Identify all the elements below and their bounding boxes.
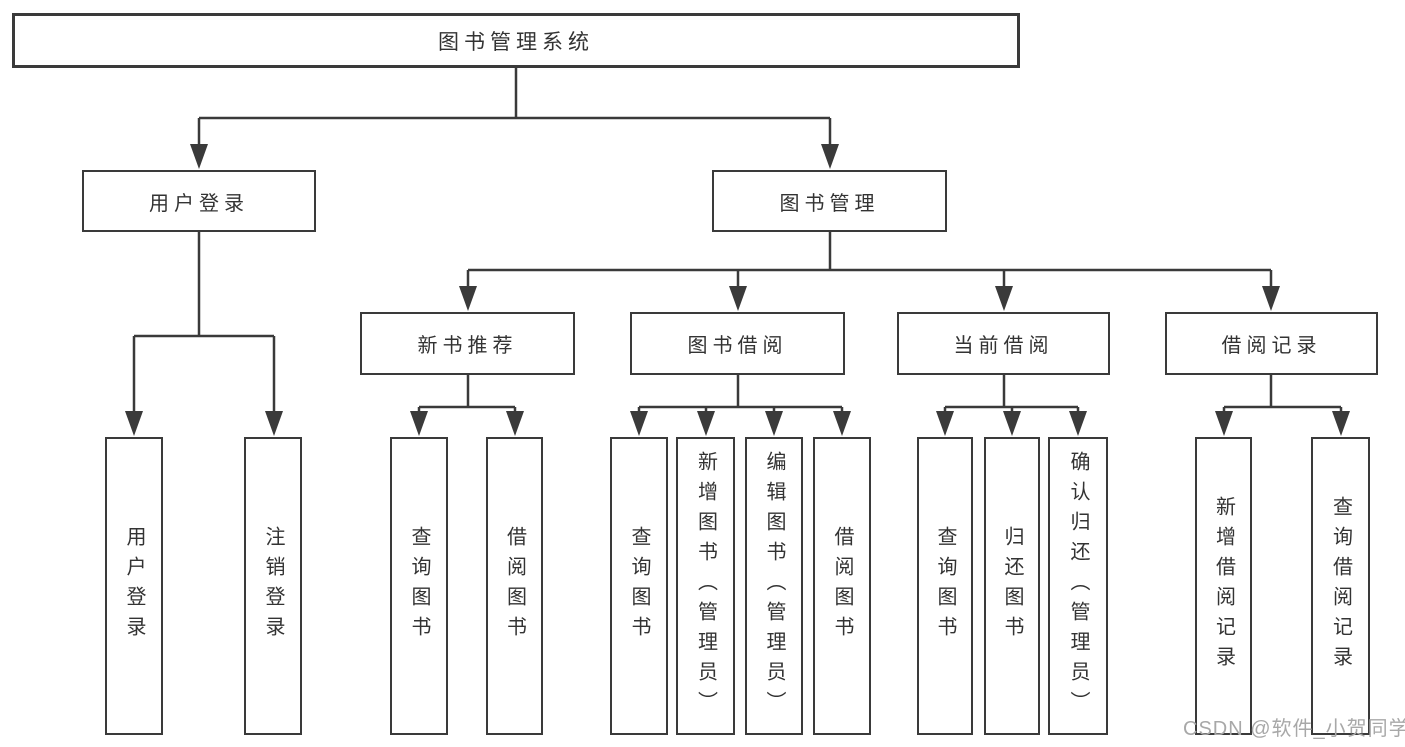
node-current-borrow: 当前借阅 — [897, 312, 1110, 375]
node-user-login-label: 用户登录 — [149, 192, 249, 215]
arrowhead — [1003, 411, 1021, 436]
leaf-logout-login-label: 注销登录 — [262, 526, 284, 646]
arrowhead — [630, 411, 648, 436]
arrowhead — [936, 411, 954, 436]
connector-records-children — [1222, 375, 1343, 413]
leaf-add-book-admin: 新增图书（管理员） — [676, 437, 735, 735]
leaf-return-books: 归还图书 — [984, 437, 1040, 735]
arrowhead — [697, 411, 715, 436]
arrowhead — [1262, 286, 1280, 311]
leaf-query-books-recommend-label: 查询图书 — [408, 526, 430, 646]
node-new-book-recommend-label: 新书推荐 — [417, 335, 518, 357]
leaf-query-books-borrow-label: 查询图书 — [628, 526, 650, 646]
arrowhead — [1215, 411, 1233, 436]
arrowhead — [995, 286, 1013, 311]
arrowhead — [1069, 411, 1087, 436]
node-borrow-records-label: 借阅记录 — [1221, 335, 1322, 357]
leaf-add-borrow-record-label: 新增借阅记录 — [1212, 496, 1235, 676]
leaf-edit-book-admin: 编辑图书（管理员） — [745, 437, 803, 735]
watermark-text: CSDN @软件_小贺同学 — [1183, 718, 1405, 740]
arrowhead — [265, 411, 283, 436]
node-book-management: 图书管理 — [712, 170, 947, 232]
leaf-query-books-borrow: 查询图书 — [610, 437, 668, 735]
node-borrow-records: 借阅记录 — [1165, 312, 1378, 375]
node-user-login: 用户登录 — [82, 170, 316, 232]
connector-borrow-children — [637, 375, 844, 413]
node-book-borrow: 图书借阅 — [630, 312, 845, 375]
connector-recommend-children — [417, 375, 517, 413]
arrowhead — [506, 411, 524, 436]
arrowhead — [729, 286, 747, 311]
node-root: 图书管理系统 — [12, 13, 1020, 68]
arrowheads — [125, 144, 1350, 436]
leaf-query-borrow-record: 查询借阅记录 — [1311, 437, 1370, 735]
arrowhead — [410, 411, 428, 436]
leaf-user-login-label: 用户登录 — [123, 526, 145, 646]
connector-book-mgmt-children — [466, 232, 1273, 288]
node-new-book-recommend: 新书推荐 — [360, 312, 575, 375]
arrowhead — [459, 286, 477, 311]
leaf-logout-login: 注销登录 — [244, 437, 302, 735]
leaf-add-book-admin-label: 新增图书（管理员） — [694, 451, 717, 721]
leaf-borrow-books-recommend: 借阅图书 — [486, 437, 543, 735]
node-book-borrow-label: 图书借阅 — [687, 335, 788, 357]
arrowhead — [190, 144, 208, 169]
arrowhead — [821, 144, 839, 169]
leaf-confirm-return-admin: 确认归还（管理员） — [1048, 437, 1108, 735]
connector-root-to-level2 — [197, 68, 832, 146]
leaf-return-books-label: 归还图书 — [1001, 526, 1023, 646]
leaf-query-books-current: 查询图书 — [917, 437, 973, 735]
leaf-add-borrow-record: 新增借阅记录 — [1195, 437, 1252, 735]
connector-current-children — [943, 375, 1080, 413]
arrowhead — [765, 411, 783, 436]
arrowhead — [833, 411, 851, 436]
leaf-query-borrow-record-label: 查询借阅记录 — [1329, 496, 1352, 676]
leaf-borrow-books-recommend-label: 借阅图书 — [503, 526, 526, 646]
leaf-borrow-books-borrow-label: 借阅图书 — [831, 526, 853, 646]
node-root-label: 图书管理系统 — [438, 30, 594, 54]
leaf-query-books-recommend: 查询图书 — [390, 437, 448, 735]
leaf-query-books-current-label: 查询图书 — [934, 526, 956, 646]
leaf-confirm-return-admin-label: 确认归还（管理员） — [1067, 451, 1089, 721]
connector-user-login-children — [132, 232, 276, 413]
leaf-borrow-books-borrow: 借阅图书 — [813, 437, 871, 735]
arrowhead — [125, 411, 143, 436]
arrowhead — [1332, 411, 1350, 436]
node-book-management-label: 图书管理 — [779, 192, 880, 215]
node-current-borrow-label: 当前借阅 — [953, 335, 1054, 357]
leaf-edit-book-admin-label: 编辑图书（管理员） — [763, 451, 785, 721]
leaf-user-login: 用户登录 — [105, 437, 163, 735]
